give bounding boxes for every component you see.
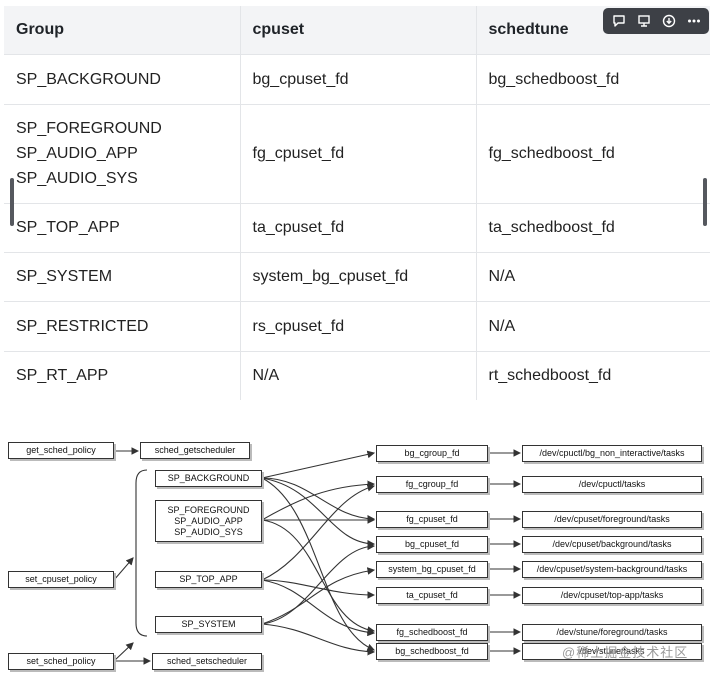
policy-table: Group cpuset schedtune SP_BACKGROUND bg_… xyxy=(4,6,710,400)
more-button[interactable] xyxy=(683,11,705,31)
table-row: SP_RT_APP N/A rt_schedboost_fd xyxy=(4,350,710,400)
cell-cpuset: bg_cpuset_fd xyxy=(240,53,477,104)
fd-bg-schedboost: bg_schedboost_fd xyxy=(376,643,488,660)
horizontal-scroll-handle-left[interactable] xyxy=(10,178,14,226)
cell-cpuset: ta_cpuset_fd xyxy=(240,202,477,252)
cell-cpuset: system_bg_cpuset_fd xyxy=(240,251,477,301)
fd-system-bg-cpuset: system_bg_cpuset_fd xyxy=(376,561,488,578)
download-icon xyxy=(662,14,675,28)
fd-ta-cpuset: ta_cpuset_fd xyxy=(376,587,488,604)
header-group: Group xyxy=(4,6,241,54)
cell-schedtune: rt_schedboost_fd xyxy=(476,350,710,400)
func-sched-setscheduler: sched_setscheduler xyxy=(152,653,262,670)
cell-schedtune: ta_schedboost_fd xyxy=(476,202,710,252)
path-bg-stune: /dev/stune/tasks xyxy=(522,643,702,660)
table-row: SP_RESTRICTED rs_cpuset_fd N/A xyxy=(4,300,710,351)
group-name: SP_SYSTEM xyxy=(16,268,113,285)
cell-cpuset: rs_cpuset_fd xyxy=(240,300,477,351)
table-row: SP_BACKGROUND bg_cpuset_fd bg_schedboost… xyxy=(4,53,710,104)
path-fg-stune: /dev/stune/foreground/tasks xyxy=(522,624,702,641)
group-name: SP_RT_APP xyxy=(16,367,109,385)
arrow-sys-to-system-bg xyxy=(261,567,376,625)
arrow-setsched-to-groups xyxy=(113,642,134,662)
fd-bg-cgroup: bg_cgroup_fd xyxy=(376,445,488,462)
cell-group: SP_RT_APP xyxy=(4,350,241,400)
fd-fg-cpuset: fg_cpuset_fd xyxy=(376,511,488,528)
func-sched-getscheduler: sched_getscheduler xyxy=(140,442,250,459)
cell-group: SP_BACKGROUND xyxy=(4,53,241,104)
func-set-sched-policy: set_sched_policy xyxy=(8,653,114,670)
path-fg-cgroup: /dev/cpuctl/tasks xyxy=(522,476,702,493)
cell-group: SP_SYSTEM xyxy=(4,251,241,301)
func-set-cpuset-policy: set_cpuset_policy xyxy=(8,571,114,588)
cell-cpuset: N/A xyxy=(240,350,477,400)
watermark: @稀土掘金技术社区 xyxy=(562,645,689,660)
table-toolbar xyxy=(603,8,709,34)
arrow-bg-to-fg-cpuset xyxy=(261,477,376,523)
sched-policy-diagram: get_sched_policy sched_getscheduler set_… xyxy=(0,428,714,677)
arrow-bg-to-bg-cgroup xyxy=(261,450,376,479)
group-label: SP_FOREGROUND xyxy=(167,504,250,515)
arrow-fg-to-fg-schedboost xyxy=(261,519,376,634)
group-name: SP_FOREGROUND xyxy=(16,120,162,137)
arrow-ta-to-fg-cgroup xyxy=(261,484,376,581)
cell-schedtune: bg_schedboost_fd xyxy=(476,53,710,104)
diagram-connectors xyxy=(113,447,522,665)
group-sp-foreground: SP_FOREGROUND SP_AUDIO_APP SP_AUDIO_SYS xyxy=(155,500,262,542)
comment-button[interactable] xyxy=(608,11,630,31)
arrow-bg-to-bg-cpuset xyxy=(261,477,376,548)
policy-table-container: Group cpuset schedtune SP_BACKGROUND bg_… xyxy=(4,6,710,400)
table-row: SP_SYSTEM system_bg_cpuset_fd N/A xyxy=(4,251,710,301)
table-row: SP_TOP_APP ta_cpuset_fd ta_schedboost_fd xyxy=(4,202,710,252)
comment-icon xyxy=(612,15,625,27)
arrow-ta-to-fg-schedboost xyxy=(261,579,376,637)
cell-group: SP_FOREGROUND SP_AUDIO_APP SP_AUDIO_SYS xyxy=(4,103,241,203)
path-ta-cpuset: /dev/cpuset/top-app/tasks xyxy=(522,587,702,604)
func-get-sched-policy: get_sched_policy xyxy=(8,442,114,459)
arrow-setcpuset-to-groups xyxy=(113,557,134,581)
group-label: SP_AUDIO_SYS xyxy=(174,526,243,537)
present-icon xyxy=(637,15,650,27)
group-name: SP_TOP_APP xyxy=(16,219,120,236)
present-button[interactable] xyxy=(633,11,655,31)
arrow-sys-to-bg-schedboost xyxy=(261,623,376,656)
cell-cpuset: fg_cpuset_fd xyxy=(240,103,477,203)
path-bg-cpuset: /dev/cpuset/background/tasks xyxy=(522,536,702,553)
header-cpuset: cpuset xyxy=(240,6,477,54)
table-header-row: Group cpuset schedtune xyxy=(4,6,710,54)
path-fg-cpuset: /dev/cpuset/foreground/tasks xyxy=(522,511,702,528)
cell-schedtune: N/A xyxy=(476,251,710,301)
groups-bracket xyxy=(135,469,148,637)
fd-fg-cgroup: fg_cgroup_fd xyxy=(376,476,488,493)
more-icon xyxy=(687,19,700,23)
group-name: SP_BACKGROUND xyxy=(16,70,161,88)
group-name: SP_AUDIO_SYS xyxy=(16,170,138,187)
header-schedtune: schedtune xyxy=(488,20,569,38)
download-button[interactable] xyxy=(658,11,680,31)
table-row: SP_FOREGROUND SP_AUDIO_APP SP_AUDIO_SYS … xyxy=(4,103,710,203)
group-sp-system: SP_SYSTEM xyxy=(155,616,262,633)
group-name: SP_RESTRICTED xyxy=(16,317,149,335)
path-bg-cgroup: /dev/cpuctl/bg_non_interactive/tasks xyxy=(522,445,702,462)
group-name: SP_AUDIO_APP xyxy=(16,145,138,162)
path-system-bg-cpuset: /dev/cpuset/system-background/tasks xyxy=(522,561,702,578)
cell-group: SP_RESTRICTED xyxy=(4,300,241,351)
horizontal-scroll-handle-right[interactable] xyxy=(703,178,707,226)
cell-schedtune: fg_schedboost_fd xyxy=(476,103,710,203)
group-label: SP_AUDIO_APP xyxy=(174,515,243,526)
fd-bg-cpuset: bg_cpuset_fd xyxy=(376,536,488,553)
group-sp-background: SP_BACKGROUND xyxy=(155,470,262,487)
cell-group: SP_TOP_APP xyxy=(4,202,241,252)
arrow-bg-to-bg-schedboost xyxy=(261,477,376,652)
arrow-fg-to-fg-cgroup xyxy=(261,480,376,521)
fd-fg-schedboost: fg_schedboost_fd xyxy=(376,624,488,641)
group-sp-top-app: SP_TOP_APP xyxy=(155,571,262,588)
cell-schedtune: N/A xyxy=(476,300,710,351)
arrow-sys-to-bg-cpuset xyxy=(261,542,376,625)
